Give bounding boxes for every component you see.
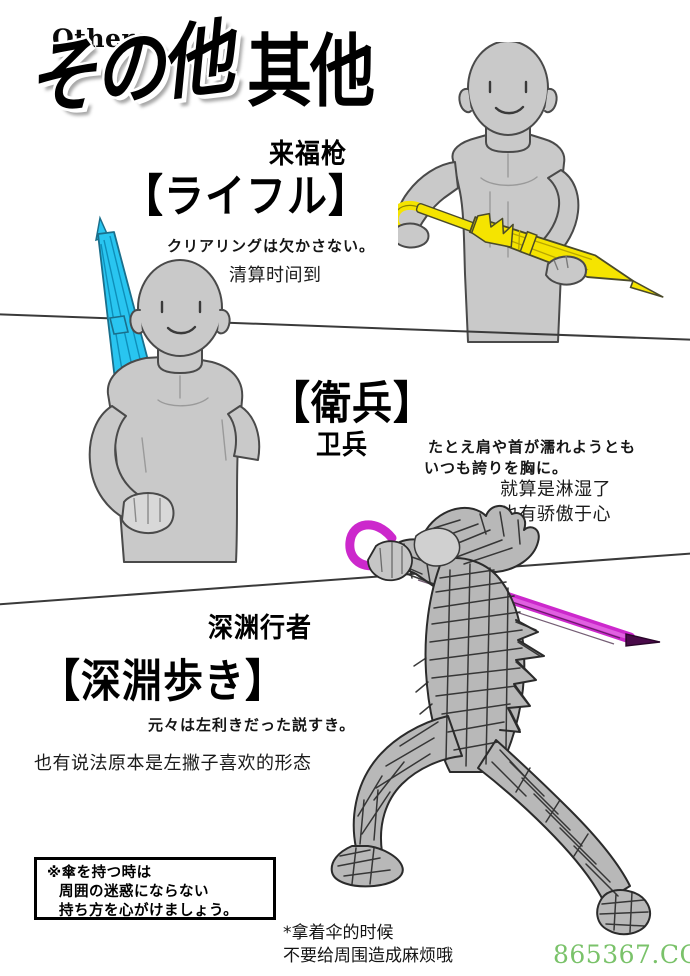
section-abyss-heading-jp: 【深淵歩き】 [40,656,286,708]
title-japanese: その他 [20,10,235,129]
section-rifle-heading-jp: 【ライフル】 [123,171,369,223]
section-rifle-caption-cn: 清算时间到 [229,265,322,286]
title-others-label: Others [52,24,150,53]
divider-line-2 [0,551,690,606]
section-guard-caption-cn-line2: 也有骄傲于心 [500,504,611,525]
note-box: ※傘を持つ時は 周囲の迷惑にならない 持ち方を心がけましょう。 [34,857,276,920]
section-abyss-heading-cn: 深渊行者 [208,612,313,644]
watermark: 865367.COM [553,940,690,969]
title-chinese: 其他 [247,25,375,118]
title-block: 其他 Others その他 [0,0,690,128]
section-guard-caption-cn-line1: 就算是淋湿了 [500,479,611,500]
section-guard-caption-jp-line2: いつも誇りを胸に。 [424,459,569,477]
note-translation-line-2: 不要给周围造成麻烦哦 [283,946,453,966]
note-line-1: ※傘を持つ時は [47,865,152,881]
section-guard-heading-cn: 卫兵 [316,429,369,461]
section-guard-caption-jp-line1: たとえ肩や首が濡れようとも [428,438,637,456]
section-guard-heading-jp: 【衛兵】 [270,378,434,430]
note-translation: *拿着伞的时候 不要给周围造成麻烦哦 [283,922,453,968]
divider-line-1 [0,313,690,342]
note-line-3: 持ち方を心がけましょう。 [59,903,239,919]
note-translation-line-1: *拿着伞的时候 [283,923,394,943]
section-abyss-caption-jp: 元々は左利きだった説すき。 [148,716,356,734]
section-rifle-caption-jp: クリアリングは欠かさない。 [167,237,376,255]
section-abyss-caption-cn: 也有说法原本是左撇子喜欢的形态 [34,753,312,774]
note-line-2: 周囲の迷惑にならない [59,884,209,900]
section-rifle-heading-cn: 来福枪 [269,138,348,170]
